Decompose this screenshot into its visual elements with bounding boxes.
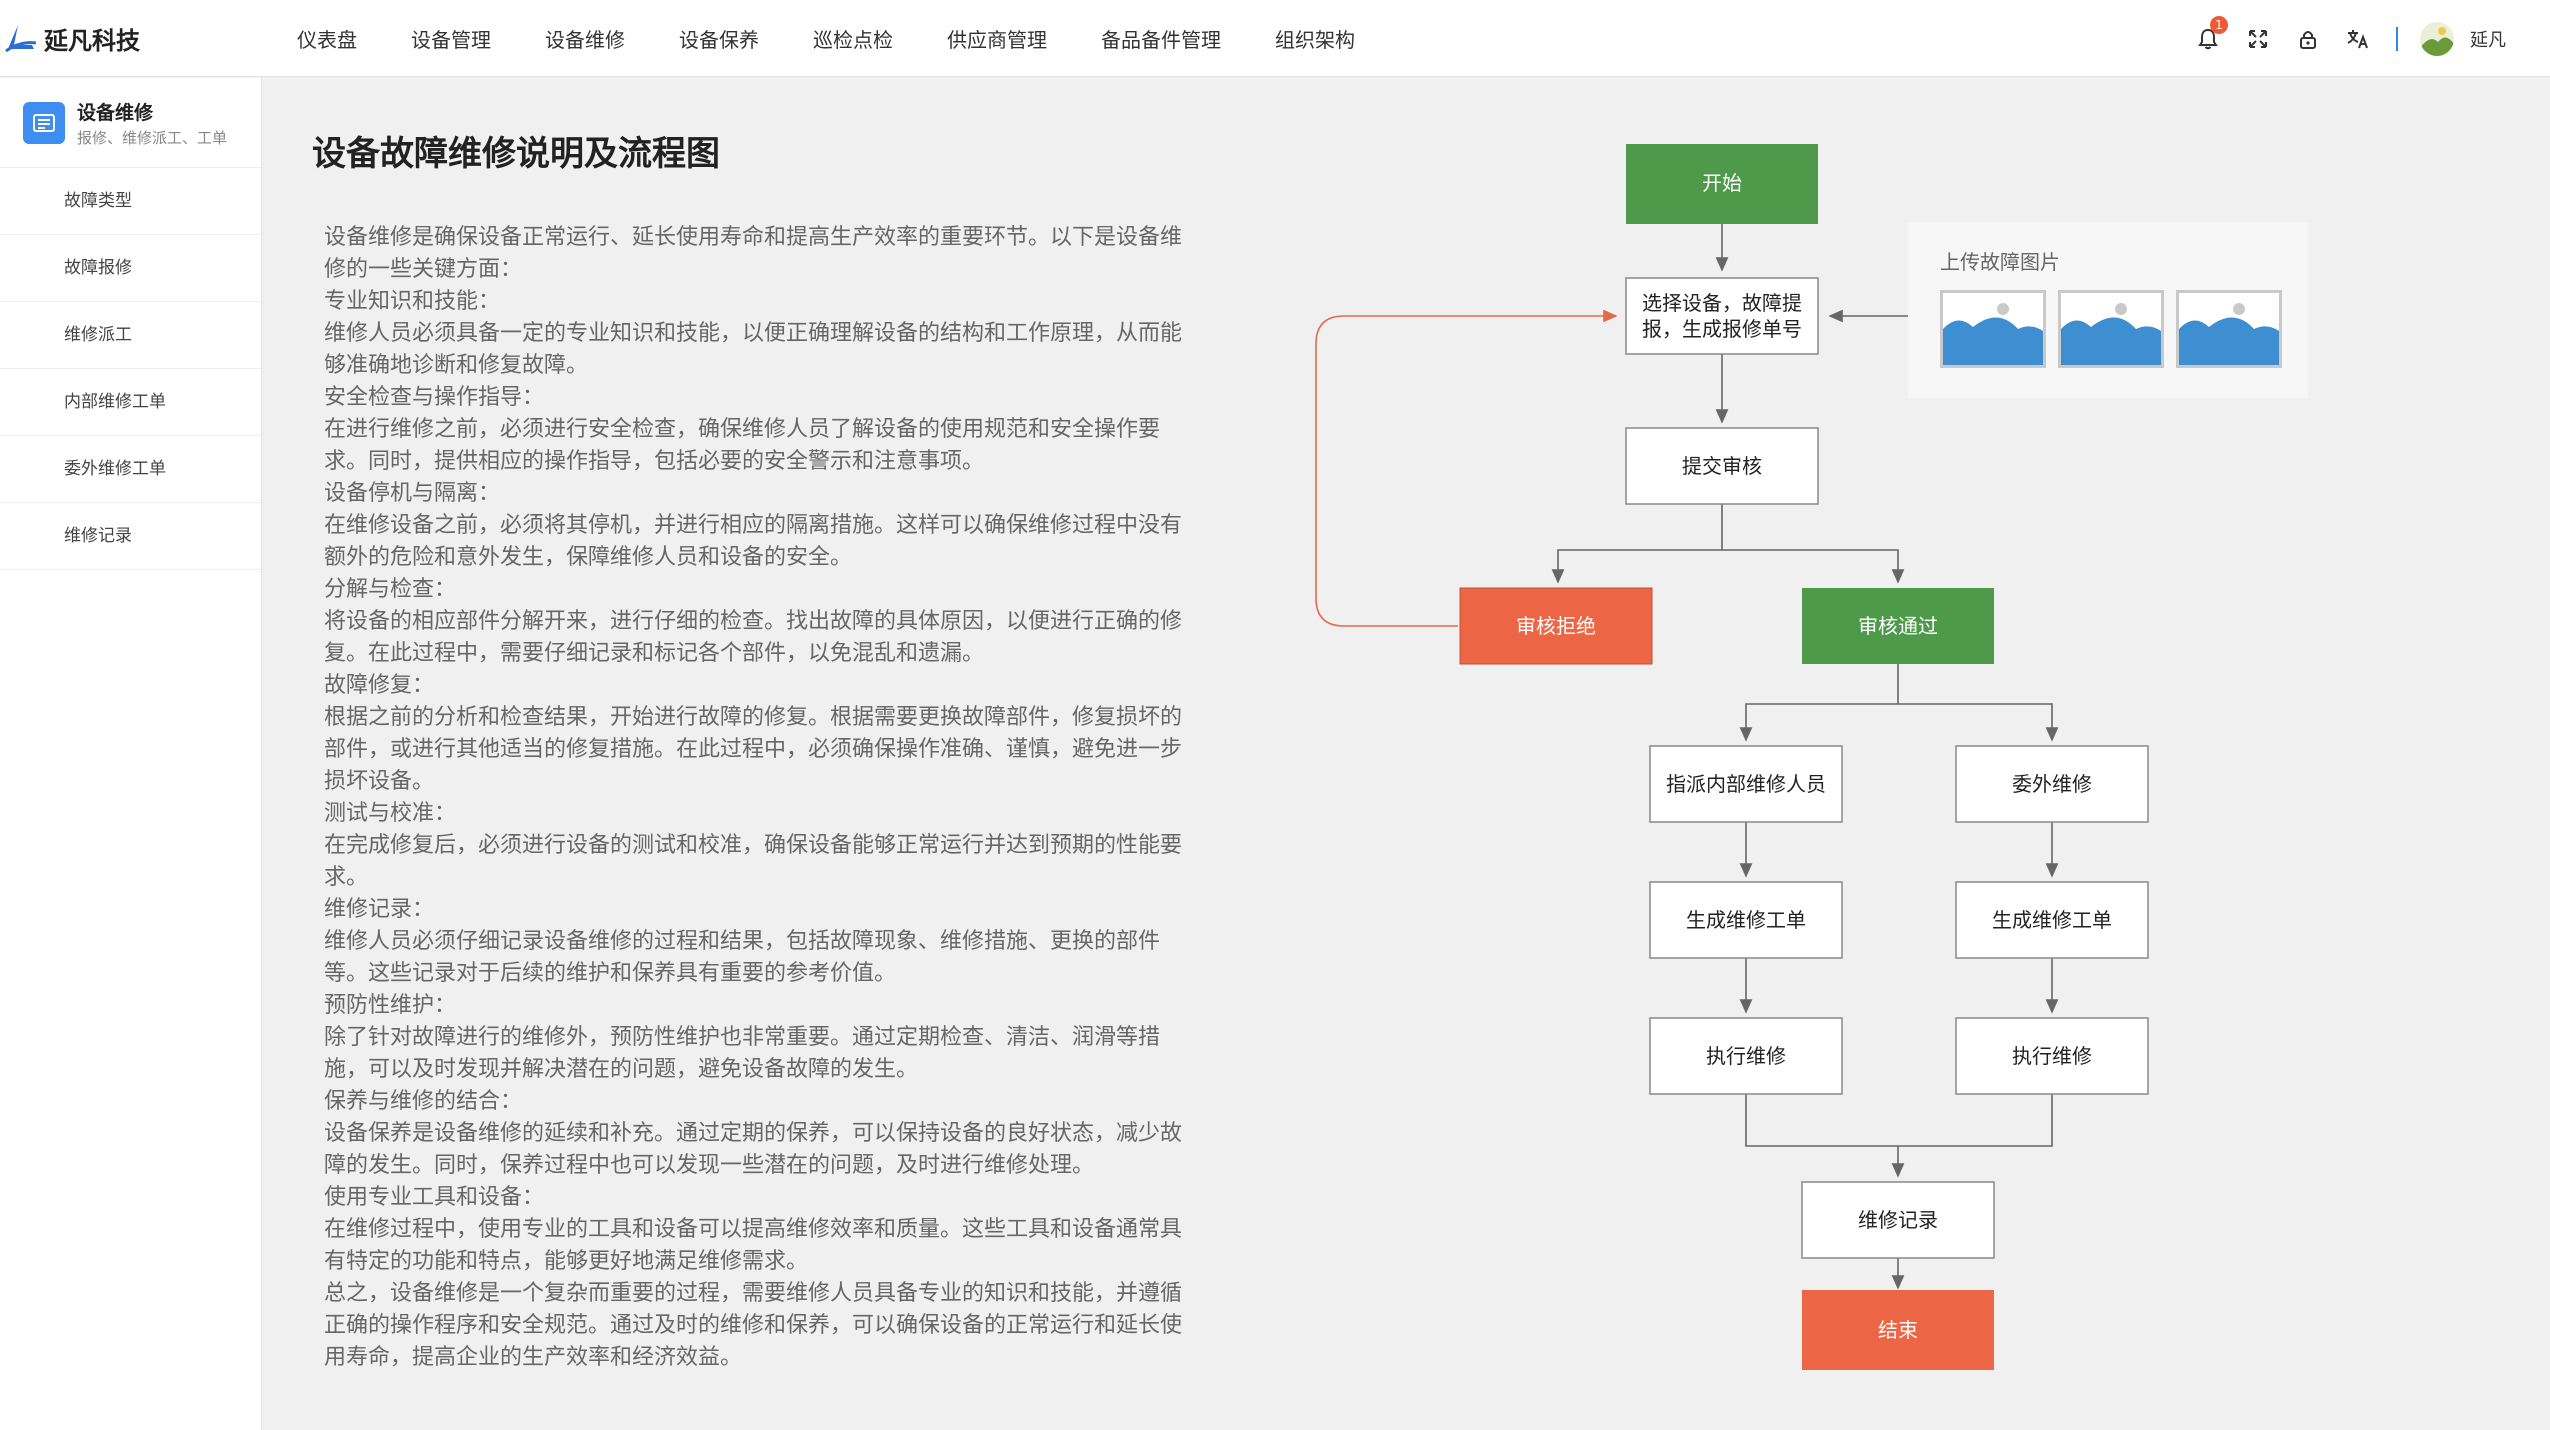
- sidebar-item-fault-report[interactable]: 故障报修: [0, 235, 261, 302]
- flow-node-label: 审核拒绝: [1516, 614, 1596, 638]
- flow-node-label: 指派内部维修人员: [1666, 772, 1826, 796]
- app-name: 延凡科技: [44, 26, 140, 55]
- toolbar: 1 延凡: [2196, 0, 2550, 77]
- image-icon: [2061, 303, 2161, 365]
- username[interactable]: 延凡: [2470, 29, 2506, 51]
- avatar[interactable]: [2420, 21, 2454, 56]
- upload-label: 上传故障图片: [1940, 250, 2060, 274]
- flow-node-label: 执行维修: [1706, 1044, 1786, 1068]
- flow-node-label: 开始: [1702, 171, 1742, 195]
- sidebar-item-internal-orders[interactable]: 内部维修工单: [0, 369, 261, 436]
- description: 设备维修是确保设备正常运行、延长使用寿命和提高生产效率的重要环节。以下是设备维修…: [324, 222, 1184, 1374]
- main-nav: 仪表盘 设备管理 设备维修 设备保养 巡检点检 供应商管理 备品备件管理 组织架…: [270, 0, 1382, 77]
- flow-node-repair-record[interactable]: 维修记录: [1801, 1181, 1995, 1259]
- sidebar-header: 设备维修 报修、维修派工、工单: [0, 78, 261, 168]
- nav-item-maintenance[interactable]: 设备保养: [679, 28, 759, 52]
- nav-item-repair[interactable]: 设备维修: [545, 28, 625, 52]
- translate-icon[interactable]: [2346, 27, 2370, 51]
- bell-icon[interactable]: 1: [2196, 15, 2228, 51]
- section-heading: 保养与维修的结合：: [324, 1089, 523, 1114]
- fault-image-thumbnail[interactable]: [2058, 290, 2164, 368]
- flow-node-label: 审核通过: [1858, 614, 1938, 638]
- flow-edges: [1315, 224, 2059, 1290]
- paragraph: 总之，设备维修是一个复杂而重要的过程，需要维修人员具备专业的知识和技能，并遵循正…: [324, 1281, 1183, 1370]
- flow-node-start[interactable]: 开始: [1626, 144, 1818, 224]
- sidebar-subtitle: 报修、维修派工、工单: [77, 128, 228, 147]
- paragraph: 在维修设备之前，必须将其停机，并进行相应的隔离措施。这样可以确保维修过程中没有额…: [324, 513, 1183, 570]
- nav-item-organization[interactable]: 组织架构: [1275, 28, 1355, 52]
- section-heading: 测试与校准：: [324, 801, 457, 826]
- paragraph: 根据之前的分析和检查结果，开始进行故障的修复。根据需要更换故障部件，修复损坏的部…: [324, 705, 1183, 794]
- nav-item-equipment[interactable]: 设备管理: [411, 28, 491, 52]
- section-heading: 使用专业工具和设备：: [324, 1185, 545, 1210]
- nav-item-spare-parts[interactable]: 备品备件管理: [1101, 28, 1221, 52]
- flow-node-end[interactable]: 结束: [1802, 1290, 1994, 1370]
- image-icon: [1943, 303, 2043, 365]
- logo[interactable]: 延凡科技: [4, 18, 140, 58]
- sidebar-item-repair-records[interactable]: 维修记录: [0, 503, 261, 570]
- paragraph: 在维修过程中，使用专业的工具和设备可以提高维修效率和质量。这些工具和设备通常具有…: [324, 1217, 1183, 1274]
- flow-node-review-approved[interactable]: 审核通过: [1802, 588, 1994, 664]
- flow-node-label: 执行维修: [2012, 1044, 2092, 1068]
- paragraph: 将设备的相应部件分解开来，进行仔细的检查。找出故障的具体原因，以便进行正确的修复…: [324, 609, 1183, 666]
- sidebar: 设备维修 报修、维修派工、工单 故障类型 故障报修 维修派工 内部维修工单 委外…: [0, 78, 262, 1430]
- list-icon: [23, 101, 65, 144]
- paragraph: 除了针对故障进行的维修外，预防性维护也非常重要。通过定期检查、清洁、润滑等措施，…: [324, 1025, 1161, 1082]
- nav-item-inspection[interactable]: 巡检点检: [813, 28, 893, 52]
- flow-node-label: 报，生成报修单号: [1642, 317, 1802, 341]
- flow-node-label: 选择设备，故障提: [1642, 291, 1802, 315]
- toolbar-divider: [2396, 26, 2398, 51]
- flow-node-label: 委外维修: [2012, 772, 2092, 796]
- paragraph: 设备维修是确保设备正常运行、延长使用寿命和提高生产效率的重要环节。以下是设备维修…: [324, 225, 1183, 282]
- flow-node-execute-external[interactable]: 执行维修: [1955, 1017, 2149, 1095]
- section-heading: 故障修复：: [324, 673, 435, 698]
- flow-node-label: 生成维修工单: [1686, 908, 1806, 932]
- page-title: 设备故障维修说明及流程图: [312, 134, 720, 174]
- sidebar-title: 设备维修: [77, 101, 154, 124]
- flow-node-create-order-external[interactable]: 生成维修工单: [1955, 881, 2149, 959]
- flow-node-execute-internal[interactable]: 执行维修: [1649, 1017, 1843, 1095]
- upload-panel: 上传故障图片: [1908, 222, 2308, 398]
- notification-badge: 1: [2210, 15, 2228, 34]
- section-heading: 安全检查与操作指导：: [324, 385, 545, 410]
- top-bar: 延凡科技 仪表盘 设备管理 设备维修 设备保养 巡检点检 供应商管理 备品备件管…: [0, 0, 2550, 77]
- nav-item-supplier[interactable]: 供应商管理: [947, 28, 1047, 52]
- sidebar-item-fault-type[interactable]: 故障类型: [0, 168, 261, 235]
- section-heading: 预防性维护：: [324, 993, 457, 1018]
- fault-image-thumbnail[interactable]: [1940, 290, 2046, 368]
- flow-node-create-order-internal[interactable]: 生成维修工单: [1649, 881, 1843, 959]
- nav-item-dashboard[interactable]: 仪表盘: [297, 28, 357, 52]
- paragraph: 设备保养是设备维修的延续和补充。通过定期的保养，可以保持设备的良好状态，减少故障…: [324, 1121, 1183, 1178]
- paragraph: 维修人员必须具备一定的专业知识和技能，以便正确理解设备的结构和工作原理，从而能够…: [324, 321, 1183, 378]
- flow-node-review-rejected[interactable]: 审核拒绝: [1459, 587, 1653, 665]
- section-heading: 分解与检查：: [324, 577, 457, 602]
- flow-node-submit-review[interactable]: 提交审核: [1625, 427, 1819, 505]
- section-heading: 设备停机与隔离：: [324, 481, 501, 506]
- fault-image-thumbnail[interactable]: [2176, 290, 2282, 368]
- flow-node-outsource[interactable]: 委外维修: [1955, 745, 2149, 823]
- flow-node-label: 维修记录: [1858, 1208, 1938, 1232]
- logo-icon: [5, 25, 37, 53]
- sidebar-item-dispatch[interactable]: 维修派工: [0, 302, 261, 369]
- image-icon: [2179, 303, 2279, 365]
- sidebar-item-external-orders[interactable]: 委外维修工单: [0, 436, 261, 503]
- lock-icon[interactable]: [2296, 27, 2320, 51]
- flow-node-label: 结束: [1878, 1318, 1918, 1342]
- section-heading: 专业知识和技能：: [324, 289, 501, 314]
- flow-node-assign-internal[interactable]: 指派内部维修人员: [1649, 745, 1843, 823]
- flow-node-label: 生成维修工单: [1992, 908, 2112, 932]
- paragraph: 维修人员必须仔细记录设备维修的过程和结果，包括故障现象、维修措施、更换的部件等。…: [324, 929, 1161, 986]
- paragraph: 在完成修复后，必须进行设备的测试和校准，确保设备能够正常运行并达到预期的性能要求…: [324, 833, 1183, 890]
- section-heading: 维修记录：: [324, 897, 435, 922]
- flow-node-select-equipment[interactable]: 选择设备，故障提 报，生成报修单号: [1625, 277, 1819, 355]
- flow-node-label: 提交审核: [1682, 454, 1762, 478]
- flowchart: 开始 选择设备，故障提 报，生成报修单号 提交审核 审核拒绝 审核通过 指派内部…: [1315, 144, 2149, 1370]
- fullscreen-icon[interactable]: [2246, 27, 2270, 51]
- paragraph: 在进行维修之前，必须进行安全检查，确保维修人员了解设备的使用规范和安全操作要求。…: [324, 417, 1161, 474]
